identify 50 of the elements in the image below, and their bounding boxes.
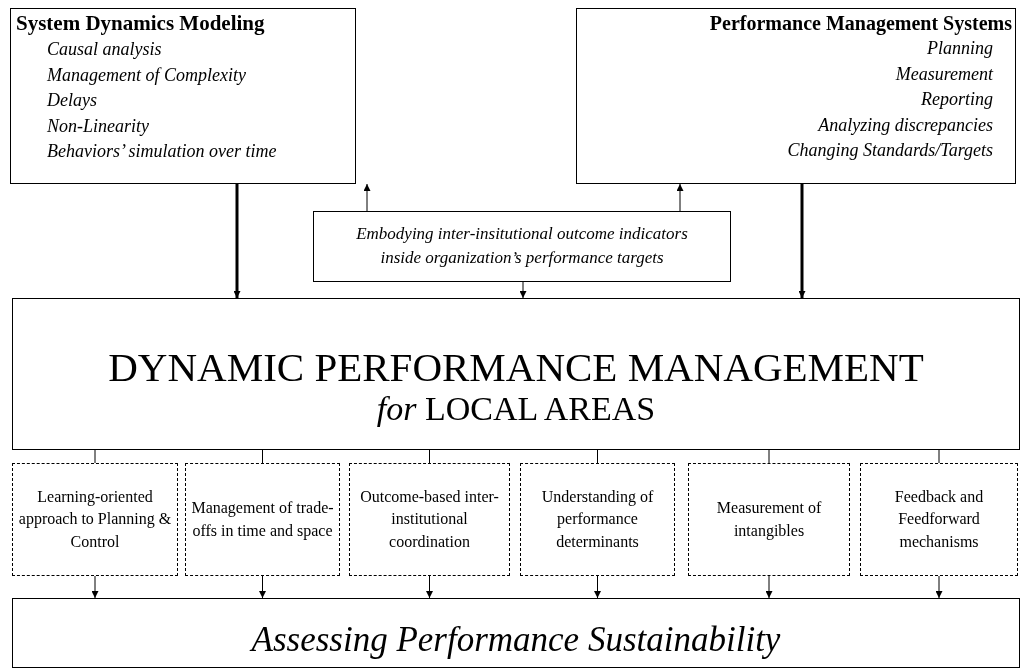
- subtitle: for LOCAL AREAS: [375, 390, 657, 428]
- arrow: [798, 184, 806, 298]
- connector-line: [429, 449, 430, 464]
- arrow: [426, 575, 433, 599]
- box-label: Understanding of performance determinants: [540, 486, 655, 552]
- box-label: Feedback and Feedforward mechanisms: [893, 486, 985, 552]
- connector-line: [597, 449, 598, 464]
- list-item: Reporting: [920, 88, 994, 111]
- dashed-box: [349, 463, 510, 576]
- list-item: Analyzing discrepancies: [816, 113, 994, 137]
- arrow: [594, 575, 601, 599]
- arrow: [765, 575, 773, 599]
- note-text: Embodying inter-insitutional outcome indicators inside organization’s performance targets: [355, 223, 689, 269]
- connector-line: [94, 449, 96, 464]
- box-label: Management of trade-offs in time and space: [190, 498, 335, 542]
- list-item: Behaviors’ simulation over time: [46, 140, 278, 164]
- connector-line: [262, 449, 263, 464]
- list-item: Non-Linearity: [46, 114, 150, 138]
- dashed-box: [860, 463, 1018, 576]
- result-title: Assessing Performance Sustainability: [248, 619, 782, 660]
- box-heading: Performance Management Systems: [708, 11, 1013, 36]
- title-box: [12, 298, 1020, 450]
- connector-line: [938, 449, 940, 464]
- topic-box: [10, 8, 356, 184]
- list-item: Planning: [926, 37, 994, 60]
- topic-box: [576, 8, 1016, 184]
- list-item: Measurement: [894, 62, 995, 86]
- dashed-box: [688, 463, 850, 576]
- dashed-box: [12, 463, 178, 576]
- arrow: [363, 183, 371, 212]
- dashed-box: [520, 463, 675, 576]
- box-label: Outcome-based inter-institutional coordination: [359, 486, 500, 552]
- arrow: [676, 183, 684, 212]
- arrow: [91, 575, 99, 599]
- box-label: Measurement of intangibles: [715, 498, 823, 542]
- arrow: [519, 281, 527, 299]
- list-item: Management of Complexity: [46, 63, 247, 87]
- box-heading: System Dynamics Modeling: [15, 10, 266, 37]
- list-item: Changing Standards/Targets: [786, 139, 994, 162]
- result-box: [12, 598, 1020, 668]
- dashed-box: [185, 463, 340, 576]
- list-item: Delays: [46, 89, 98, 113]
- main-title: DYNAMIC PERFORMANCE MANAGEMENT: [107, 343, 925, 391]
- connector-line: [768, 449, 770, 464]
- arrow: [233, 184, 241, 298]
- list-item: Causal analysis: [46, 38, 163, 62]
- arrow: [935, 575, 943, 599]
- arrow: [259, 575, 266, 599]
- box-label: Learning-oriented approach to Planning & Control: [17, 486, 173, 552]
- note-box: [313, 211, 731, 282]
